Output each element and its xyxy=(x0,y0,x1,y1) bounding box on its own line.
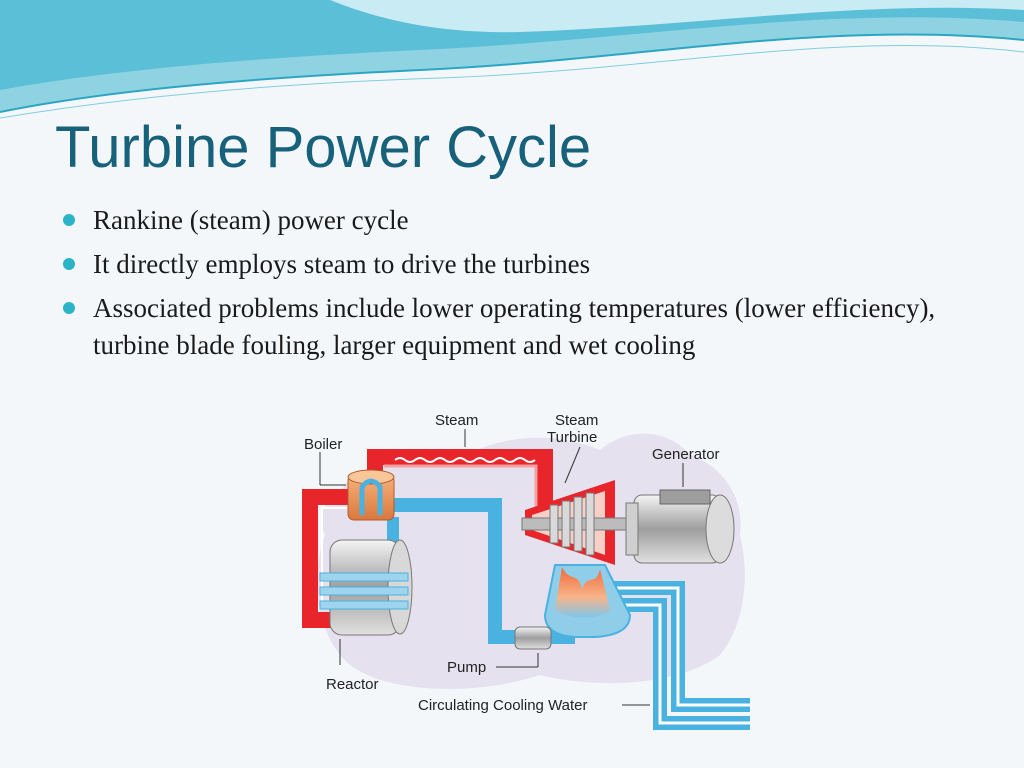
generator xyxy=(625,489,735,564)
bullet-text: Associated problems include lower operat… xyxy=(93,293,936,360)
bullet-dot-icon xyxy=(63,258,75,270)
pump-label: Pump xyxy=(447,659,486,676)
cooling-water-pipes xyxy=(600,581,750,730)
bullet-item: Rankine (steam) power cycle xyxy=(60,202,960,239)
bullet-list: Rankine (steam) power cycle It directly … xyxy=(60,202,960,371)
slide-title: Turbine Power Cycle xyxy=(55,115,592,180)
label-leader-lines xyxy=(319,429,684,706)
reactor-vessel xyxy=(319,539,413,636)
bullet-dot-icon xyxy=(63,214,75,226)
reactor-label: Reactor xyxy=(326,676,379,693)
cooling-water-label: Circulating Cooling Water xyxy=(418,697,588,714)
bullet-text: Rankine (steam) power cycle xyxy=(93,205,409,235)
boiler-vessel xyxy=(347,469,395,521)
header-wave-decoration xyxy=(0,0,1024,119)
generator-label: Generator xyxy=(652,446,720,463)
bullet-text: It directly employs steam to drive the t… xyxy=(93,249,591,279)
bullet-item: Associated problems include lower operat… xyxy=(60,290,960,364)
steam-turbine-label: Steam Turbine xyxy=(547,412,603,446)
rankine-cycle-diagram: Steam Steam Turbine Boiler Generator Pum… xyxy=(302,412,750,730)
boiler-label: Boiler xyxy=(304,436,342,453)
steam-label: Steam xyxy=(435,412,478,429)
bullet-dot-icon xyxy=(63,302,75,314)
pump xyxy=(514,626,552,650)
steam-turbine xyxy=(521,480,635,565)
bullet-item: It directly employs steam to drive the t… xyxy=(60,246,960,283)
condenser xyxy=(543,564,632,638)
